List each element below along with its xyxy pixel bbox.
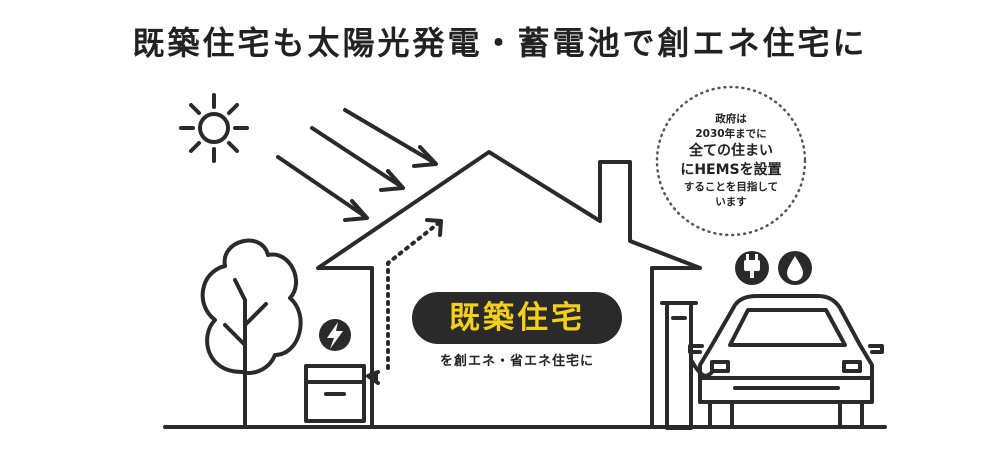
note-circle (655, 85, 807, 237)
note-line-1: 政府は (715, 113, 747, 125)
water-drop-icon (778, 251, 812, 285)
energy-flow-arrow (366, 218, 443, 385)
note-line-3: 全ての住まい (689, 143, 773, 159)
note-line-6: います (715, 196, 747, 208)
storage-battery (304, 364, 366, 423)
existing-house-badge: 既築住宅 (412, 292, 622, 344)
sunlight-arrows (276, 108, 438, 222)
tree-icon (200, 238, 303, 429)
car-icon (688, 294, 884, 429)
ev-charger (660, 301, 714, 430)
sun-icon (179, 93, 249, 163)
note-line-5: することを目指して (683, 181, 779, 193)
badge-caption: を創エネ・省エネ住宅に (439, 354, 594, 369)
headline: 既築住宅も太陽光発電・蓄電池で創エネ住宅に (132, 24, 868, 62)
plug-icon (735, 251, 769, 285)
lightning-bolt-icon (319, 319, 351, 351)
note-line-2: 2030年までに (695, 128, 767, 140)
government-note: 政府は 2030年までに 全ての住まい にHEMSを設置 することを目指して い… (656, 86, 806, 236)
note-line-4: にHEMSを設置 (680, 162, 782, 178)
house-outline (316, 150, 702, 429)
